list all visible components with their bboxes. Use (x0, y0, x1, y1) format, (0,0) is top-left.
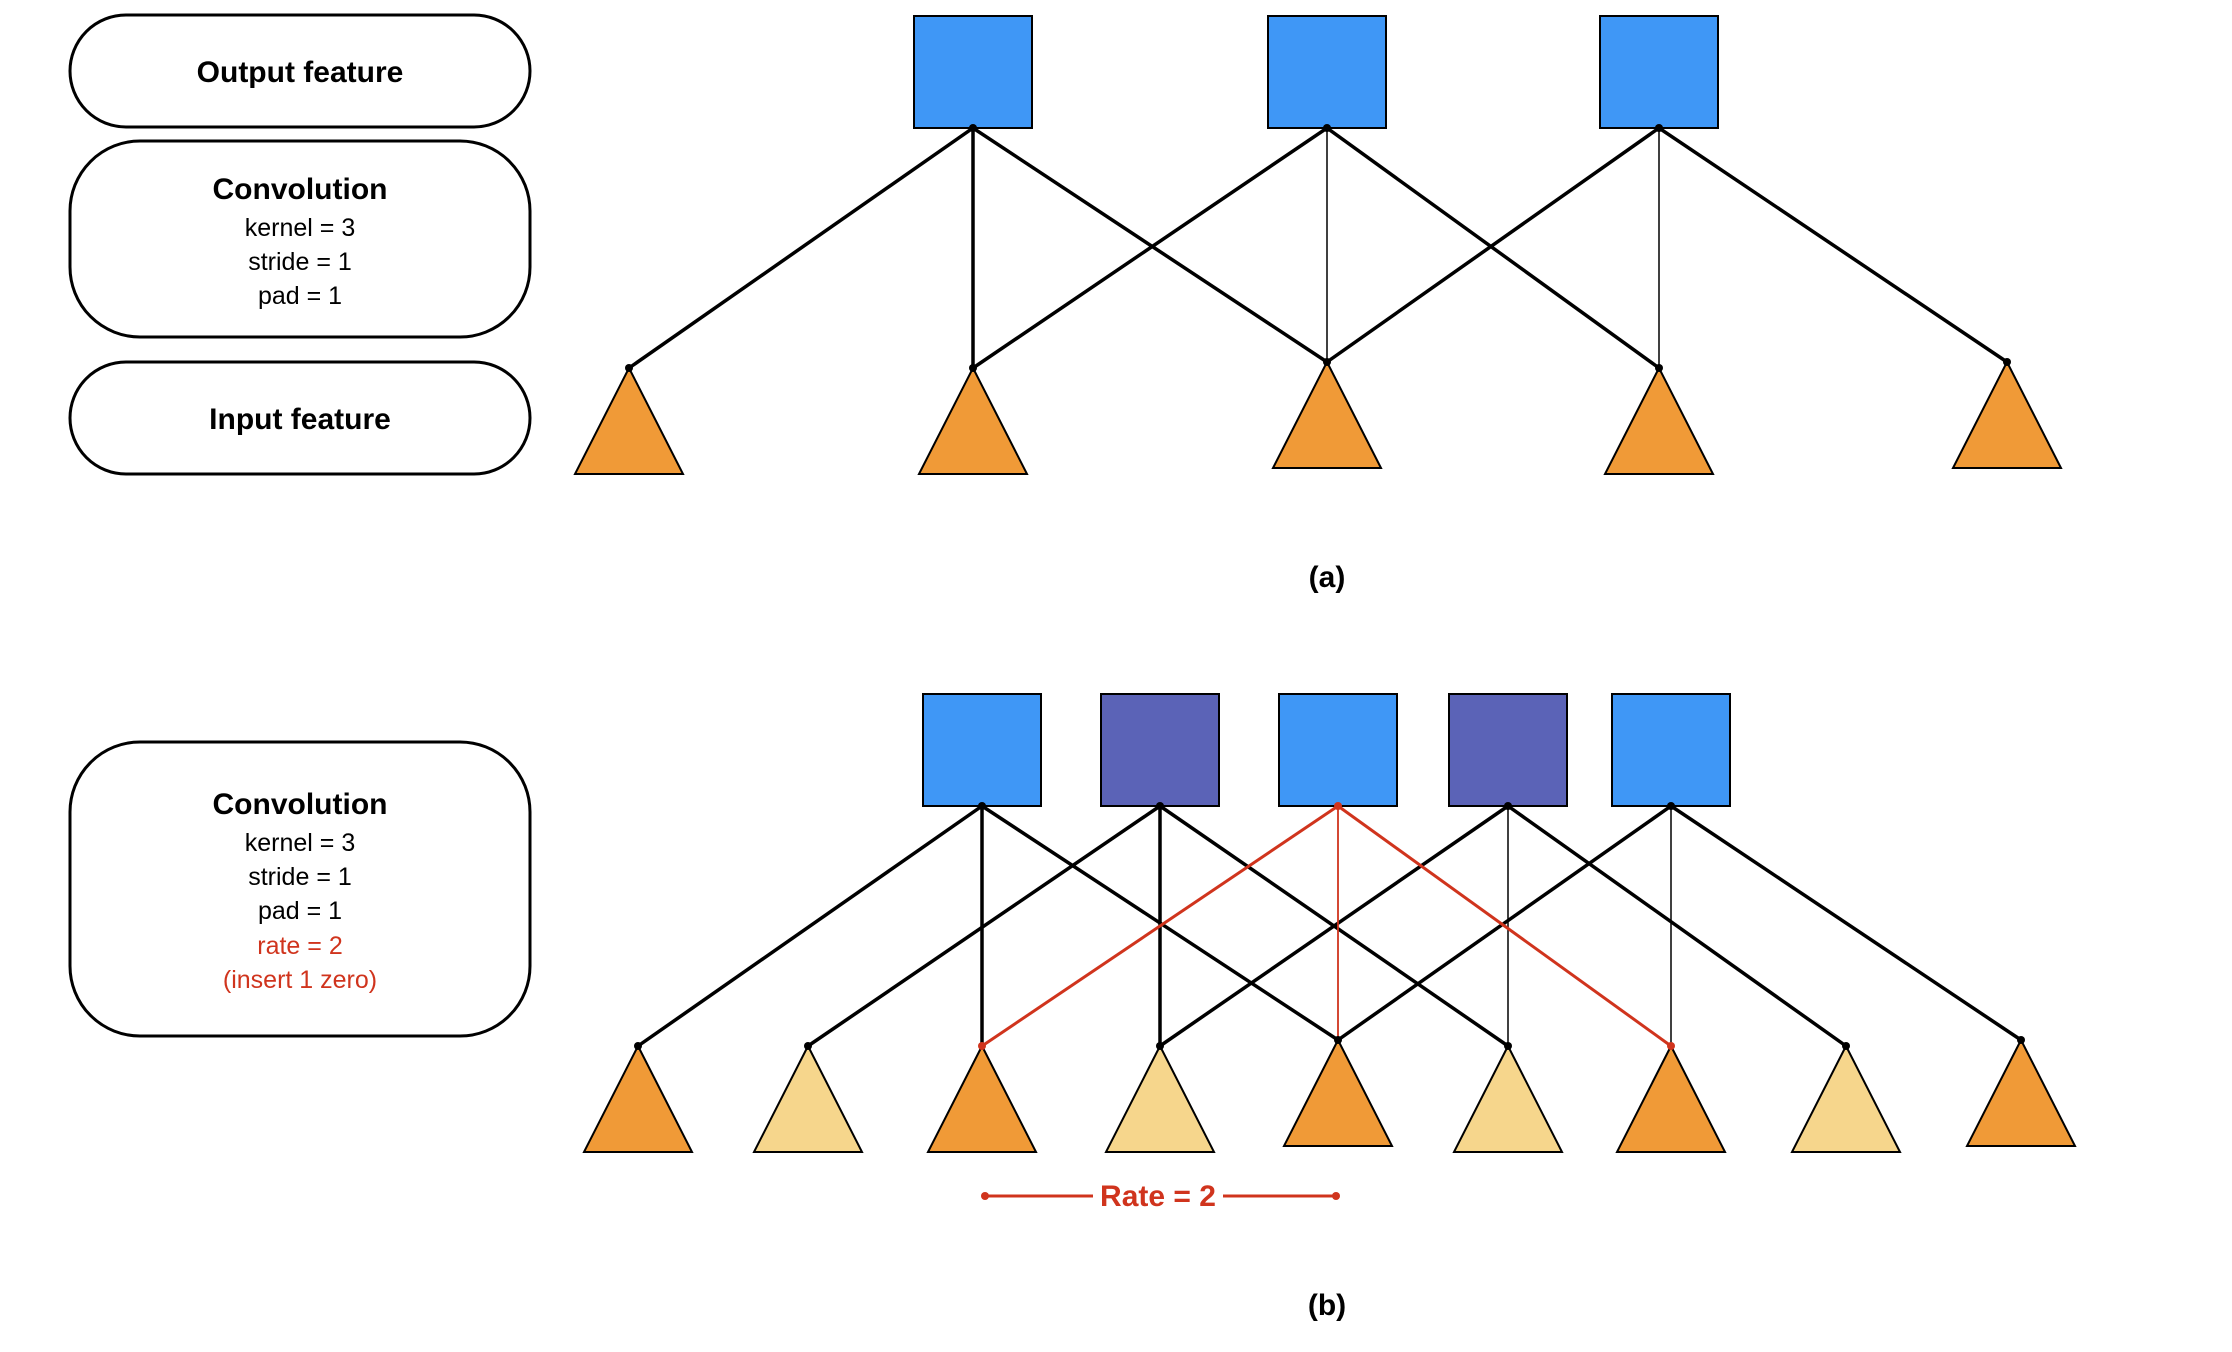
edge (1506, 804, 1848, 1048)
convolution-title-b: Convolution (213, 788, 388, 821)
input-node (1951, 359, 2063, 469)
joint-dot (1667, 802, 1675, 810)
stride-label-a: stride = 1 (248, 248, 352, 276)
joint-dot (2003, 358, 2011, 366)
edge (636, 804, 984, 1048)
panel-b-joints (634, 802, 2025, 1050)
joint-dot (969, 124, 977, 132)
joint-dot (1504, 802, 1512, 810)
rate-endpoint (1332, 1192, 1340, 1200)
output-node-inserted (1448, 693, 1568, 807)
input-feature-label: Input feature (209, 403, 391, 436)
panel-b-graph (582, 693, 2077, 1153)
caption-b: (b) (1308, 1289, 1346, 1322)
joint-dot (1323, 358, 1331, 366)
panel-a-edges (627, 126, 2008, 370)
panel-b-red-edges (981, 804, 1672, 1048)
edge (1658, 126, 2008, 364)
joint-dot (1323, 124, 1331, 132)
pad-label-b: pad = 1 (258, 897, 342, 925)
edge (1336, 804, 1673, 1042)
edge (972, 126, 1328, 370)
edge (1325, 126, 1661, 370)
rate-label-legend: rate = 2 (257, 932, 342, 960)
panel-a-legend: Output feature Convolution kernel = 3 st… (68, 13, 532, 476)
output-node (1611, 693, 1731, 807)
convolution-title-a: Convolution (213, 173, 388, 206)
edge (1159, 804, 1509, 1048)
input-node (1603, 365, 1715, 475)
input-node-zero (1104, 1043, 1216, 1153)
dilated-edge (981, 804, 1339, 1048)
dilated-edge (1337, 804, 1672, 1048)
convolution-box-b (68, 740, 532, 1038)
kernel-label-b: kernel = 3 (245, 829, 356, 857)
output-node (1599, 15, 1719, 129)
joint-dot (804, 1042, 812, 1050)
output-node (913, 15, 1033, 129)
edge (972, 126, 1328, 364)
input-node-zero (1790, 1043, 1902, 1153)
input-node (926, 1043, 1038, 1153)
kernel-label-a: kernel = 3 (245, 214, 356, 242)
joint-dot (634, 1042, 642, 1050)
edge (1325, 126, 1661, 364)
joint-dot (1156, 802, 1164, 810)
convolution-box-a (68, 139, 532, 339)
output-node (1267, 15, 1387, 129)
joint-dot (1655, 124, 1663, 132)
input-node (1271, 359, 1383, 469)
input-feature-pill (68, 360, 532, 476)
joint-dot (1842, 1042, 1850, 1050)
input-node (1282, 1037, 1394, 1147)
joint-dot (1655, 364, 1663, 372)
joint-dot (625, 364, 633, 372)
joint-dot-red (1667, 1042, 1675, 1050)
joint-dot (969, 364, 977, 372)
joint-dot (1334, 1036, 1342, 1044)
panel-b-legend: Convolution kernel = 3 stride = 1 pad = … (68, 740, 532, 1038)
insert-zero-label: (insert 1 zero) (223, 966, 377, 994)
rate-marker: Rate = 2 (981, 1180, 1340, 1213)
panel-a-graph (573, 15, 2063, 475)
panel-b-red-joints (978, 802, 1675, 1050)
panel-b-edges (636, 804, 2022, 1048)
output-node (1278, 693, 1398, 807)
joint-dot-red (978, 1042, 986, 1050)
pad-label-a: pad = 1 (258, 282, 342, 310)
input-node (573, 365, 685, 475)
input-node (1965, 1037, 2077, 1147)
output-feature-label: Output feature (197, 56, 404, 89)
rate-endpoint (981, 1192, 989, 1200)
output-feature-pill (68, 13, 532, 129)
input-node-zero (752, 1043, 864, 1153)
input-node-zero (1452, 1043, 1564, 1153)
output-node-inserted (1100, 693, 1220, 807)
joint-dot-red (1334, 802, 1342, 810)
panel-a-joints (625, 124, 2011, 372)
input-node (1615, 1043, 1727, 1153)
joint-dot (1156, 1042, 1164, 1050)
output-node (922, 693, 1042, 807)
input-node (582, 1043, 694, 1153)
joint-dot (2017, 1036, 2025, 1044)
edge (807, 804, 1161, 1048)
rate-label: Rate = 2 (1100, 1180, 1216, 1213)
edge (627, 126, 975, 370)
caption-a: (a) (1309, 561, 1346, 594)
joint-dot (1504, 1042, 1512, 1050)
edge (1670, 804, 2022, 1042)
stride-label-b: stride = 1 (248, 863, 352, 891)
input-node (917, 365, 1029, 475)
joint-dot (978, 802, 986, 810)
